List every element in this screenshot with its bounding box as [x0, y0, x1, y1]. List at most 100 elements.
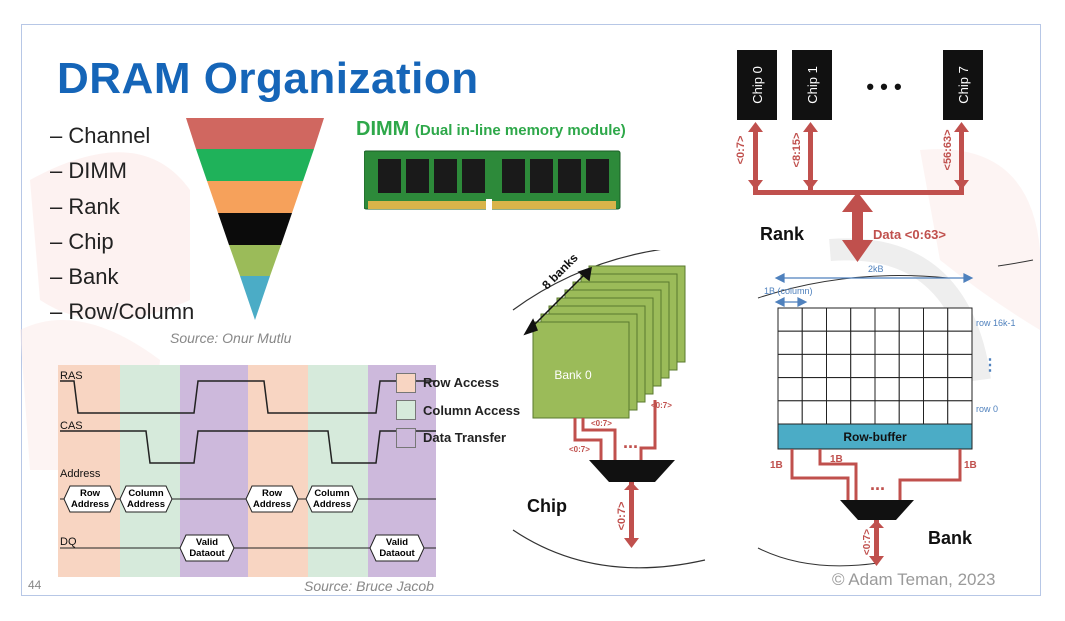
byte-label: 1B	[830, 454, 843, 465]
bank-width-label: 2kB	[868, 264, 884, 274]
hierarchy-item: DIMM	[50, 153, 194, 188]
chip-bit-label: <0:7>	[616, 502, 628, 531]
bank-cell	[801, 377, 827, 402]
timing-legend: Row Access Column Access Data Transfer	[396, 369, 520, 452]
dimm-title-main: DIMM	[356, 118, 410, 140]
bank-bit-label: <0:7>	[651, 401, 672, 410]
hierarchy-funnel	[186, 118, 324, 320]
bank-cell	[801, 400, 827, 425]
data-bus-label: Data <0:63>	[873, 227, 946, 242]
bank-cell	[947, 330, 973, 355]
bank-bit-label: <0:7>	[569, 445, 590, 454]
hierarchy-item: Row/Column	[50, 294, 194, 329]
funnel-layer-bank	[229, 245, 281, 276]
bank-bit-label: <0:7>	[591, 419, 612, 428]
bank-cell	[777, 377, 803, 402]
hierarchy-item: Bank	[50, 259, 194, 294]
chip-1: Chip 1	[792, 50, 832, 120]
chip-mux	[589, 460, 675, 482]
bank-cell	[898, 307, 924, 332]
bank-cell	[801, 307, 827, 332]
bank-cell	[801, 330, 827, 355]
bank-mux	[840, 500, 914, 520]
address-box-1: Row Address	[63, 485, 117, 513]
svg-text:Column: Column	[128, 488, 164, 499]
bank-cell	[874, 353, 900, 379]
signal-address: Address	[60, 468, 101, 480]
legend-swatch	[396, 372, 416, 393]
svg-text:Chip 7: Chip 7	[956, 66, 971, 104]
rank-diagram: Chip 0 Chip 1 • • • Chip 7 <0:7> <8:15> …	[735, 50, 983, 262]
bit-label-0-7: <0:7>	[735, 136, 747, 165]
bank-bit-label: <0:7>	[862, 529, 873, 555]
hierarchy-item: Channel	[50, 118, 194, 153]
funnel-layer-chip	[218, 213, 292, 245]
slide-frame	[21, 24, 1041, 596]
bank-0-label: Bank 0	[554, 368, 592, 382]
svg-text:Valid: Valid	[386, 537, 408, 548]
legend-label: Data Transfer	[423, 430, 507, 446]
source-onur-mutlu: Source: Onur Mutlu	[170, 330, 292, 346]
bank-cell	[923, 353, 949, 379]
bank-cell	[777, 330, 803, 355]
bank-cell	[826, 330, 852, 355]
svg-text:Address: Address	[71, 499, 109, 510]
dimm-image	[364, 150, 621, 211]
chip-ellipsis: • • •	[866, 74, 901, 99]
svg-text:Chip 0: Chip 0	[750, 66, 765, 104]
timing-diagram: RAS CAS Address DQ Row Address Column Ad…	[58, 365, 436, 577]
bit-label-56-63: <56:63>	[942, 130, 954, 171]
bank-cell	[850, 400, 876, 425]
bank-label: Bank	[928, 528, 973, 548]
funnel-layer-rank	[207, 181, 303, 213]
bank-dots: ...	[870, 474, 885, 494]
bit-label-8-15: <8:15>	[791, 133, 803, 168]
funnel-layer-row-column	[240, 276, 270, 320]
legend-column-access: Column Access	[396, 397, 520, 425]
chip-label: Chip	[527, 496, 567, 516]
timing-phases	[58, 365, 436, 577]
hierarchy-item: Chip	[50, 224, 194, 259]
bank-cell-grid	[777, 307, 973, 425]
svg-text:Row: Row	[262, 488, 283, 499]
address-box-3: Row Address	[245, 485, 299, 513]
row-buffer	[777, 423, 973, 450]
chip-0: Chip 0	[737, 50, 777, 120]
bank-cell	[923, 307, 949, 332]
svg-text:Row: Row	[80, 488, 101, 499]
bank-cell	[874, 307, 900, 332]
row-dots: ⋮	[982, 357, 998, 374]
bank-cell	[947, 307, 973, 332]
bank-cell	[826, 400, 852, 425]
rank-label: Rank	[760, 224, 805, 244]
page-title: DRAM Organization	[57, 54, 479, 103]
svg-text:Address: Address	[253, 499, 291, 510]
legend-label: Column Access	[423, 402, 521, 418]
bank-cell	[923, 400, 949, 425]
bank-cell	[947, 353, 973, 379]
row-top-label: row 16k-1	[976, 318, 1016, 328]
svg-text:Address: Address	[313, 499, 351, 510]
svg-text:Dataout: Dataout	[189, 548, 225, 559]
hierarchy-list: Channel DIMM Rank Chip Bank Row/Column	[50, 118, 194, 330]
signal-ras: RAS	[60, 370, 83, 382]
bank-cell	[923, 377, 949, 402]
funnel-layer-dimm	[196, 149, 314, 181]
row-buffer-label: Row-buffer	[843, 430, 907, 444]
svg-text:Dataout: Dataout	[379, 548, 415, 559]
column-width-label: 1B (column)	[764, 286, 813, 296]
chip-dots: ...	[623, 432, 638, 452]
chip-diagram: Bank 0 8 banks <0:7> <0:7> <0:7> ... <0:…	[512, 250, 706, 569]
legend-data-transfer: Data Transfer	[396, 424, 520, 452]
copyright: © Adam Teman, 2023	[832, 570, 996, 589]
row-bottom-label: row 0	[976, 404, 998, 414]
chip-7: Chip 7	[943, 50, 983, 120]
legend-label: Row Access	[423, 375, 500, 391]
signal-dq: DQ	[60, 536, 77, 548]
legend-swatch	[396, 400, 416, 421]
dq-box-1: Valid Dataout	[179, 534, 235, 562]
legend-swatch	[396, 427, 416, 448]
bank-cell	[874, 400, 900, 425]
hierarchy-item: Rank	[50, 189, 194, 224]
bank-cell	[826, 377, 852, 402]
